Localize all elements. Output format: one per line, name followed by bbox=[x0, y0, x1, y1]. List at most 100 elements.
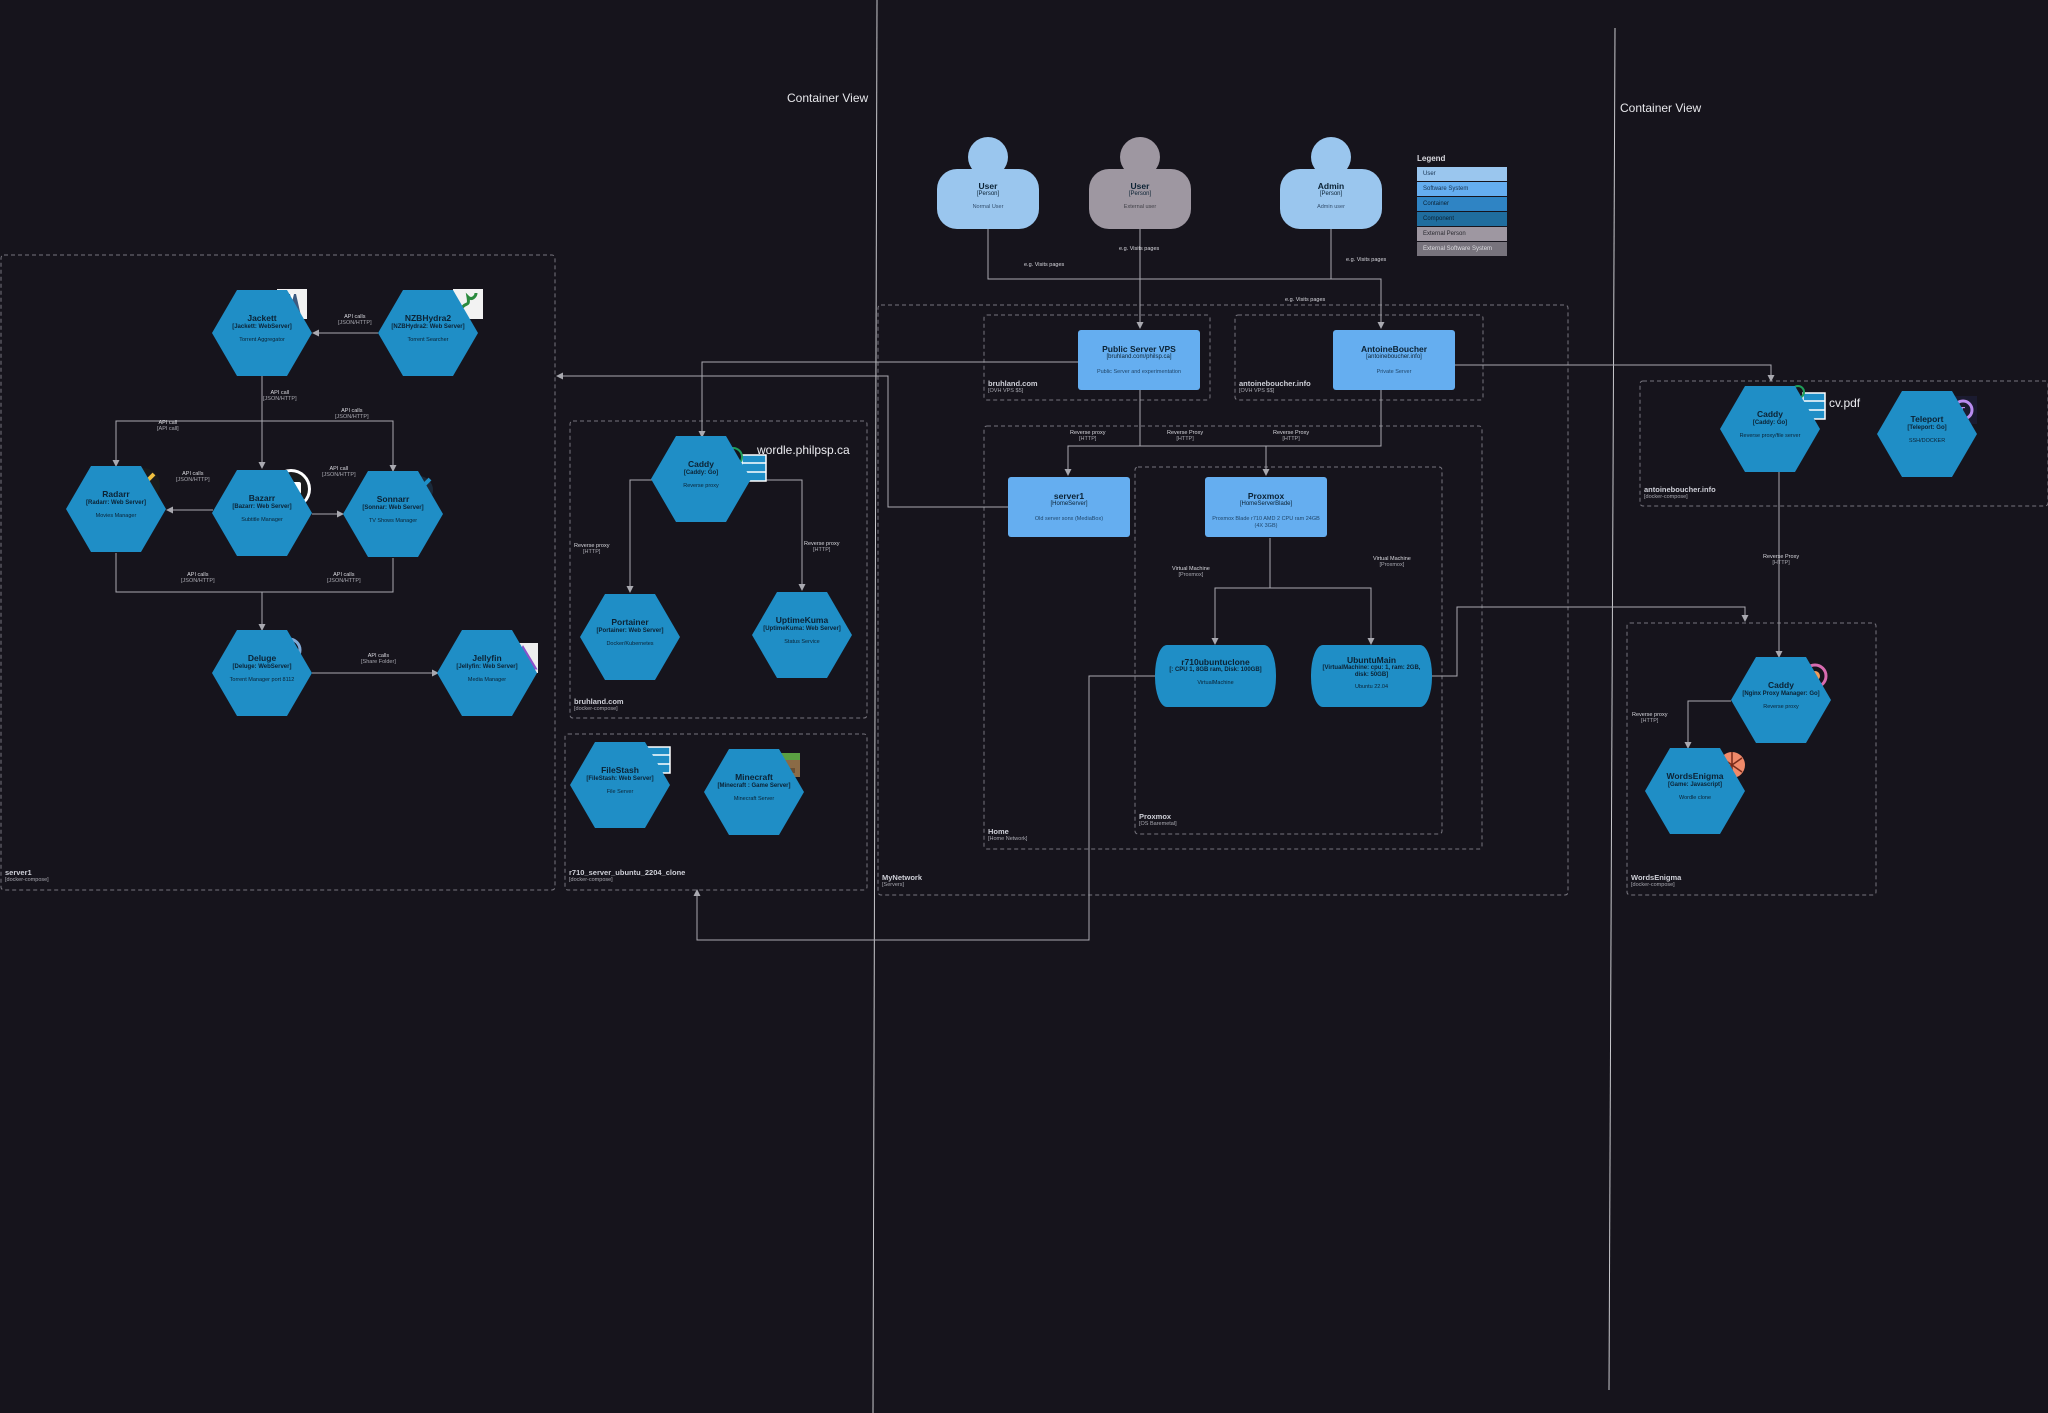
edge-label-tech: [JSON/HTTP] bbox=[322, 472, 356, 479]
view-divider-left bbox=[872, 0, 878, 1413]
container-sonarr[interactable]: Sonnarr [Sonnar: Web Server] TV Shows Ma… bbox=[343, 471, 443, 557]
edge-label-visit4: e.g. Visits pages bbox=[1285, 297, 1325, 303]
legend-title: Legend bbox=[1417, 154, 1446, 163]
person-type: [Person] bbox=[1319, 191, 1343, 198]
container-tech: [Nginx Proxy Manager: Go] bbox=[1742, 690, 1820, 697]
container-tech: [NZBHydra2: Web Server] bbox=[391, 323, 465, 330]
container-caddy-wordsenigma[interactable]: Caddy [Nginx Proxy Manager: Go] Reverse … bbox=[1731, 657, 1831, 743]
edge-label-text: Virtual Machine bbox=[1373, 556, 1411, 562]
system-name: Public Server VPS bbox=[1102, 344, 1176, 354]
system-server1[interactable]: server1 [HomeServer] Old server sonx (Me… bbox=[1008, 477, 1130, 537]
container-portainer[interactable]: Portainer [Portainer: Web Server] Docker… bbox=[580, 594, 680, 680]
boundary-name: r710_server_ubuntu_2204_clone bbox=[569, 868, 686, 877]
boundary-antoine-vps bbox=[1234, 314, 1484, 401]
boundary-tech: [OVH VPS $$] bbox=[1239, 388, 1275, 395]
edge-label-rp-caddy-portainer: Reverse proxy[HTTP] bbox=[574, 543, 609, 556]
edge-label-text: Reverse Proxy bbox=[1273, 430, 1310, 436]
boundary-name: MyNetwork bbox=[882, 873, 923, 882]
edge-ubuntumain-words bbox=[1432, 606, 1749, 677]
container-radarr[interactable]: Radarr [Radarr: Web Server] Movies Manag… bbox=[66, 466, 166, 552]
system-desc: Public Server and experimentation bbox=[1096, 369, 1182, 376]
container-filestash[interactable]: FileStash [FileStash: Web Server] File S… bbox=[570, 742, 670, 828]
edge-rp-caddy-portainer bbox=[626, 479, 653, 593]
container-desc: Movies Manager bbox=[95, 512, 137, 519]
container-caddy-antoine[interactable]: Caddy [Caddy: Go] Reverse proxy/file ser… bbox=[1720, 386, 1820, 472]
system-name: AntoineBoucher bbox=[1360, 344, 1428, 354]
person-type: [Person] bbox=[1128, 191, 1152, 198]
vm-ubuntumain[interactable]: UbuntuMain [VirtualMachine: cpu: 1, ram:… bbox=[1311, 645, 1432, 707]
legend-item-container: Container bbox=[1417, 197, 1507, 212]
edge-label-text: API calls bbox=[341, 408, 363, 414]
edge-visit4 bbox=[1331, 278, 1385, 329]
system-desc: Proxmox Blade r710 AMD 2 CPU ram 24GB (4… bbox=[1212, 516, 1320, 529]
person-desc: Normal User bbox=[972, 204, 1004, 211]
edge-label-text: Reverse proxy bbox=[804, 541, 840, 547]
container-bazarr[interactable]: Bazarr [Bazarr: Web Server] Subtitle Man… bbox=[212, 470, 312, 556]
edge-label-tech: [HTTP] bbox=[813, 547, 831, 554]
system-tech: [HomeServer] bbox=[1050, 501, 1088, 508]
container-jellyfin[interactable]: Jellyfin [Jellyfin: Web Server] Media Ma… bbox=[437, 630, 537, 716]
container-name: Bazarr bbox=[248, 493, 276, 503]
boundary-label-wordsenigma: WordsEnigma [docker-compose] bbox=[1631, 873, 1681, 888]
edge-label-tech: [JSON/HTTP] bbox=[335, 414, 369, 421]
edge-vps-caddy1 bbox=[698, 361, 1078, 438]
boundary-home bbox=[983, 425, 1483, 850]
system-desc: VirtualMachine bbox=[1197, 680, 1234, 687]
legend-item-external-software-system: External Software System bbox=[1417, 242, 1507, 257]
edge-r710-compose bbox=[693, 675, 1155, 941]
container-tech: [Portainer: Web Server] bbox=[596, 627, 664, 634]
system-desc: Private Server bbox=[1376, 369, 1412, 376]
container-name: WordsEnigma bbox=[1666, 771, 1724, 781]
system-proxmox[interactable]: Proxmox [HomeServerBlade] Proxmox Blade … bbox=[1205, 477, 1327, 537]
container-teleport[interactable]: Teleport [Teleport: Go] SSH/DOCKER bbox=[1877, 391, 1977, 477]
annotation-cv-pdf: cv.pdf bbox=[1829, 396, 1861, 410]
edge-label-text: API call bbox=[158, 420, 178, 426]
system-name: Proxmox bbox=[1247, 491, 1285, 501]
container-desc: File Server bbox=[606, 788, 634, 795]
container-deluge[interactable]: Deluge [Deluge: WebServer] Torrent Manag… bbox=[212, 630, 312, 716]
boundary-label-proxmox: Proxmox [OS Baremetal] bbox=[1139, 812, 1177, 828]
system-tech: [VirtualMachine: cpu: 1, ram: 2GB, disk:… bbox=[1322, 665, 1421, 679]
container-minecraft[interactable]: Minecraft [Minecraft : Game Server] Mine… bbox=[704, 749, 804, 835]
edge-label-rp-vps-server1: Reverse proxy[HTTP] bbox=[1070, 430, 1105, 443]
container-desc: SSH/DOCKER bbox=[1908, 437, 1946, 444]
container-desc: Torrent Searcher bbox=[407, 336, 449, 343]
boundary-label-antoine-compose: antoineboucher.info [docker-compose] bbox=[1644, 485, 1716, 500]
container-desc: Docker/Kubernetes bbox=[606, 640, 654, 647]
vm-r710ubuntuclone[interactable]: r710ubuntuclone [: CPU 1, 8GB ram, Disk:… bbox=[1155, 645, 1276, 707]
edge-label-tech: [JSON/HTTP] bbox=[263, 396, 297, 403]
container-caddy-bruhland[interactable]: Caddy [Caddy: Go] Reverse proxy bbox=[651, 436, 751, 522]
system-name: UbuntuMain bbox=[1346, 655, 1397, 665]
person-desc: Admin user bbox=[1317, 204, 1345, 211]
person-external-user[interactable]: User [Person] External user bbox=[1089, 137, 1191, 229]
boundary-tech: [OS Baremetal] bbox=[1139, 821, 1177, 828]
boundary-bruhland-compose bbox=[569, 420, 868, 719]
boundary-server1 bbox=[0, 254, 556, 891]
edge-label-rp-caddy2-caddy3: Reverse Proxy[HTTP] bbox=[1763, 554, 1799, 567]
edge-label-tech: [JSON/HTTP] bbox=[327, 578, 361, 585]
edge-label-text: e.g. Visits pages bbox=[1346, 257, 1387, 263]
boundary-label-home: Home [Home Network] bbox=[988, 827, 1027, 842]
person-admin[interactable]: Admin [Person] Admin user bbox=[1280, 137, 1382, 229]
edge-sonarr-jackett bbox=[262, 420, 397, 472]
container-name: Radarr bbox=[102, 489, 130, 499]
person-user[interactable]: User [Person] Normal User bbox=[937, 137, 1039, 229]
edge-label-tech: [Proxmox] bbox=[1379, 562, 1405, 569]
container-wordsenigma[interactable]: WordsEnigma [Game: Javascript] Wordle cl… bbox=[1645, 748, 1745, 834]
container-uptimekuma[interactable]: UptimeKuma [UptimeKuma: Web Server] Stat… bbox=[752, 592, 852, 678]
container-jackett[interactable]: Jackett [Jackett: WebServer] Torrent Agg… bbox=[212, 290, 312, 376]
edge-label-bazarr-sonarr: API call[JSON/HTTP] bbox=[322, 466, 356, 479]
system-desc: Old server sonx (MediaBox) bbox=[1034, 516, 1104, 523]
boundary-name: server1 bbox=[5, 868, 32, 877]
container-desc: Reverse proxy bbox=[683, 482, 719, 489]
edge-rp-vps-server1 bbox=[1064, 390, 1141, 476]
edge-label-text: e.g. Visits pages bbox=[1285, 297, 1326, 303]
container-nzbhydra2[interactable]: NZBHydra2 [NZBHydra2: Web Server] Torren… bbox=[378, 290, 478, 376]
system-public-server-vps[interactable]: Public Server VPS [bruhland.com/philsp.c… bbox=[1078, 330, 1200, 390]
system-antoineboucher[interactable]: AntoineBoucher [antoineboucher.info] Pri… bbox=[1333, 330, 1455, 390]
edge-label-tech: [HTTP] bbox=[1772, 560, 1790, 567]
edge-label-tech: [HTTP] bbox=[1079, 436, 1097, 443]
hexagon-shape bbox=[704, 749, 804, 835]
edge-ant-caddy2 bbox=[1455, 364, 1775, 382]
container-desc: Status Service bbox=[784, 638, 820, 645]
